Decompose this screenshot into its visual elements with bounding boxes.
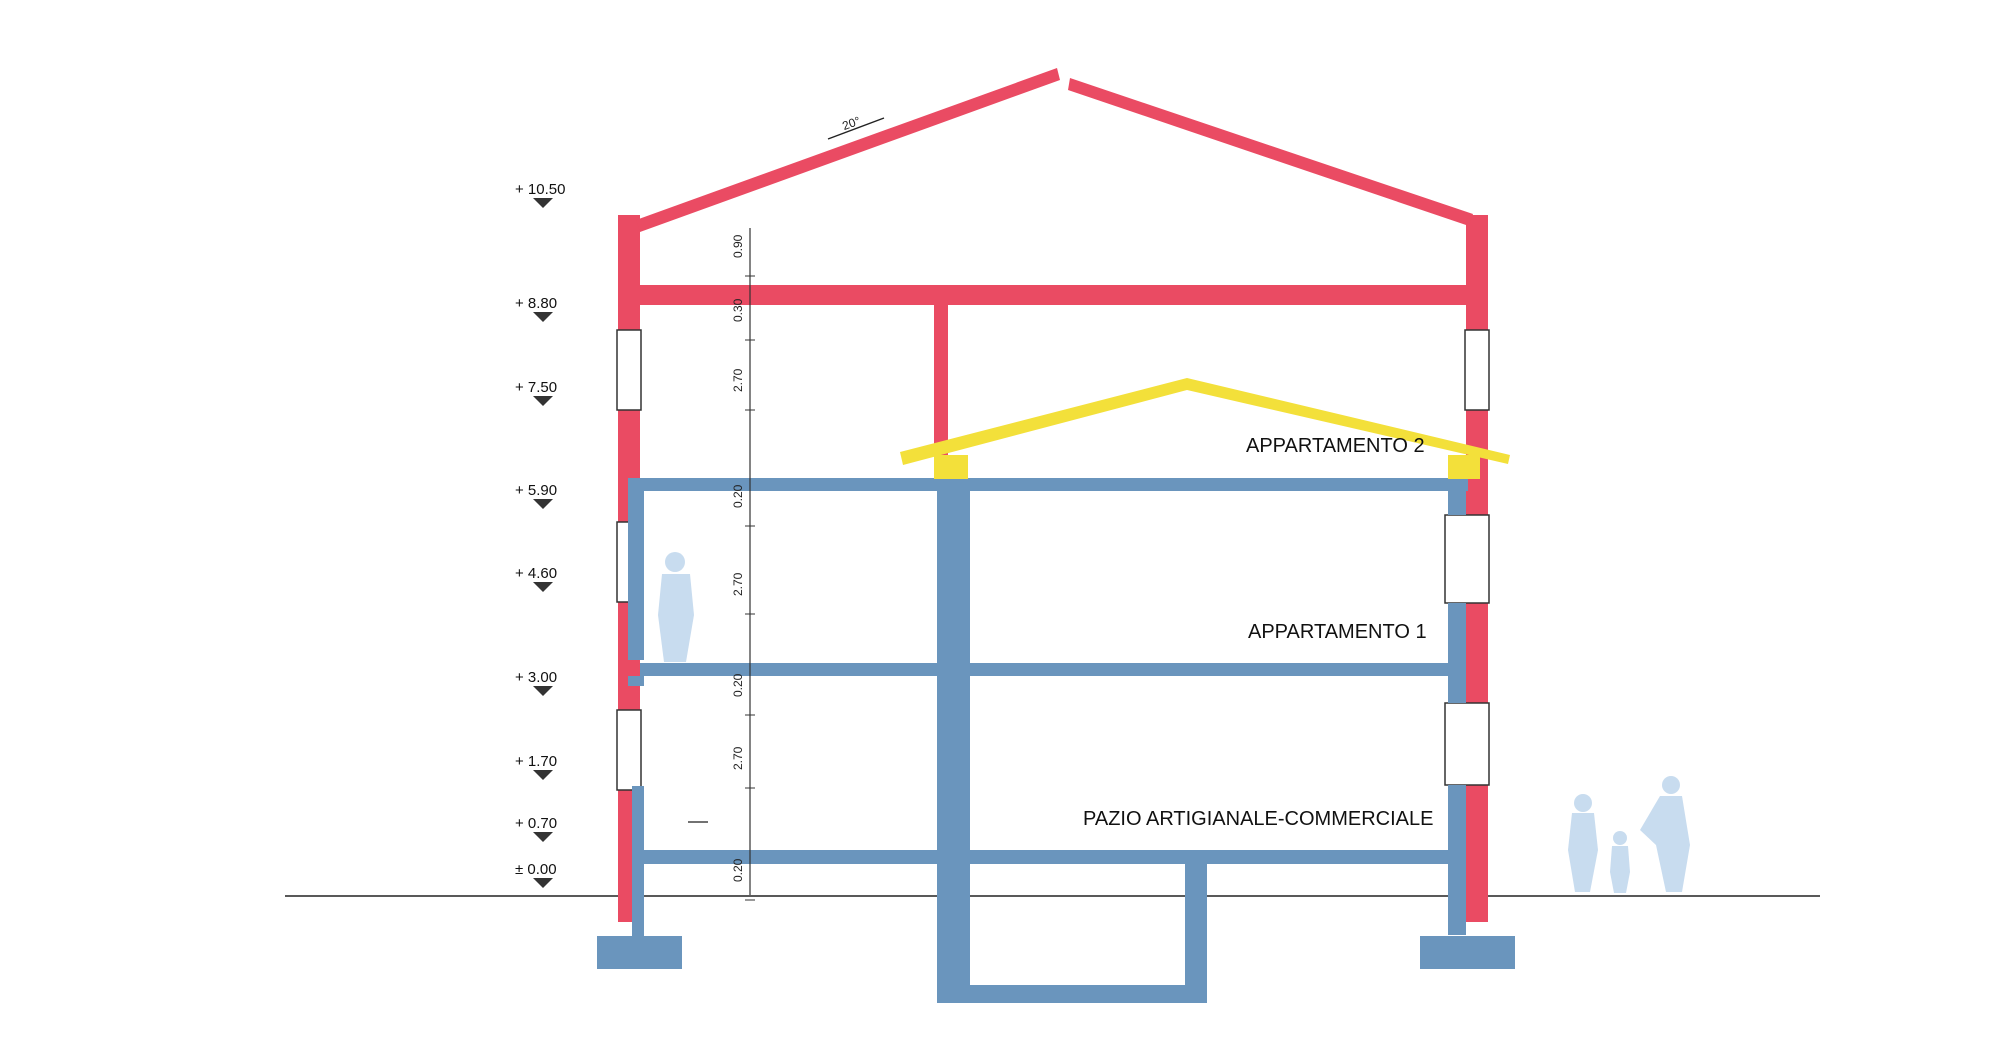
level-marker: ± 0.00 [515, 861, 557, 888]
dimension-label: 0.30 [731, 298, 745, 322]
level-triangle-icon [533, 396, 553, 406]
level-marker: + 3.00 [515, 669, 557, 696]
level-marker: + 4.60 [515, 565, 557, 592]
outdoor-adult-right [1640, 776, 1690, 892]
dimension-label: 2.70 [731, 746, 745, 770]
dimension-labels: 0.90 0.30 2.70 0.20 2.70 0.20 2.70 0.20 [731, 234, 755, 901]
level-label: + 5.90 [515, 482, 557, 499]
level-marker: + 8.80 [515, 295, 557, 322]
room-label-appartamento-2: APPARTAMENTO 2 [1246, 435, 1425, 457]
interior-figure [658, 552, 694, 662]
room-label-spazio-artigianale: PAZIO ARTIGIANALE-COMMERCIALE [1083, 808, 1433, 830]
existing-structure [618, 68, 1488, 922]
level-label: + 1.70 [515, 753, 557, 770]
dimension-label: 2.70 [731, 572, 745, 596]
level-marker: + 1.70 [515, 753, 557, 780]
person-silhouettes [658, 552, 1690, 893]
level-label: + 3.00 [515, 669, 557, 686]
level-marker: + 7.50 [515, 379, 557, 406]
level-label: + 8.80 [515, 295, 557, 312]
dimension-label: 0.90 [731, 234, 745, 258]
level-label: ± 0.00 [515, 861, 557, 878]
dimension-label: 0.20 [731, 673, 745, 697]
outdoor-child [1610, 831, 1630, 893]
window-openings [616, 329, 1490, 791]
new-roof-addition [900, 378, 1510, 479]
room-label-appartamento-1: APPARTAMENTO 1 [1248, 621, 1427, 643]
level-triangle-icon [533, 499, 553, 509]
level-label: + 0.70 [515, 815, 557, 832]
level-label: + 10.50 [515, 181, 565, 198]
dimension-label: 0.20 [731, 484, 745, 508]
level-markers: + 10.50 + 8.80 + 7.50 + 5.90 + 4.60 + 3.00 + 1… [515, 181, 565, 888]
roof-angle-annotation: 20° [827, 114, 885, 140]
level-triangle-icon [533, 686, 553, 696]
level-label: + 7.50 [515, 379, 557, 396]
level-triangle-icon [533, 832, 553, 842]
roof-angle-label: 20° [840, 114, 862, 133]
level-triangle-icon [533, 878, 553, 888]
dimension-label: 2.70 [731, 368, 745, 392]
level-label: + 4.60 [515, 565, 557, 582]
outdoor-adult-left [1568, 794, 1598, 892]
level-marker: + 0.70 [515, 815, 557, 842]
level-triangle-icon [533, 582, 553, 592]
level-triangle-icon [533, 198, 553, 208]
level-triangle-icon [533, 312, 553, 322]
level-marker: + 10.50 [515, 181, 565, 208]
new-structure [597, 478, 1515, 1003]
level-triangle-icon [533, 770, 553, 780]
level-marker: + 5.90 [515, 482, 557, 509]
dimension-label: 0.20 [731, 858, 745, 882]
